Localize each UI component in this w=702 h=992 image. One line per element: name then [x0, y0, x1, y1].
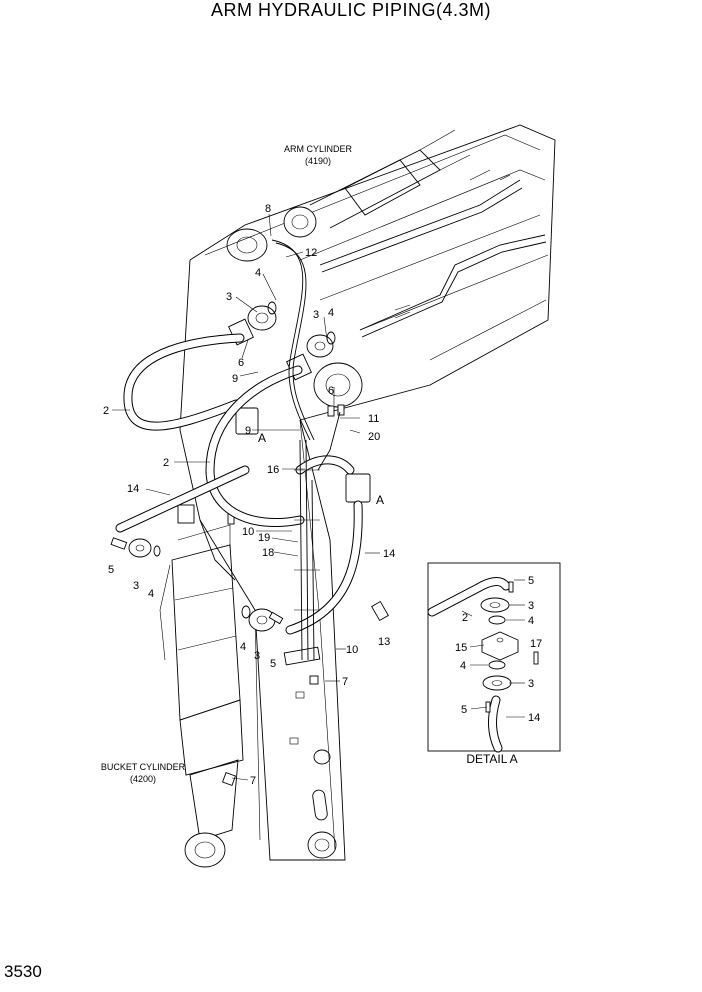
- page-number: 3530: [4, 962, 42, 981]
- part-number-2: 2: [163, 457, 169, 469]
- arm-cylinder: [283, 129, 471, 238]
- part-number-8: 8: [265, 203, 271, 215]
- part-number-3: 3: [313, 309, 319, 321]
- part-number-9: 9: [232, 373, 238, 385]
- part-number-7: 7: [342, 676, 348, 688]
- part-number-12: 12: [305, 247, 317, 259]
- part-number-3: 3: [226, 291, 232, 303]
- part-number-18: 18: [262, 547, 274, 559]
- leader-lines: [112, 213, 525, 781]
- part-number-11: 11: [368, 413, 379, 425]
- part-number-3: 3: [254, 650, 260, 662]
- detail-a-panel: [427, 562, 561, 753]
- part-number-6: 6: [238, 357, 244, 369]
- detail-marker-right: A: [376, 493, 384, 507]
- detail-part-number-3: 3: [528, 678, 534, 690]
- block-fitting-right: [345, 473, 371, 503]
- flange-fittings: [110, 301, 389, 786]
- detail-caption: DETAIL A: [466, 752, 517, 766]
- bucket-cylinder-ref: (4200): [130, 774, 156, 784]
- part-number-14: 14: [127, 483, 139, 495]
- part-number-7: 7: [250, 775, 256, 787]
- part-number-6: 6: [328, 385, 334, 397]
- part-number-3: 3: [133, 580, 139, 592]
- detail-part-number-5: 5: [528, 575, 534, 587]
- part-number-5: 5: [108, 564, 114, 576]
- part-number-4: 4: [240, 641, 246, 653]
- arm-steel-tubes: [319, 169, 547, 338]
- arm-cylinder-label: ARM CYLINDER: [284, 144, 353, 154]
- part-number-4: 4: [255, 267, 261, 279]
- detail-part-number-4: 4: [460, 660, 466, 672]
- part-number-9: 9: [245, 425, 251, 437]
- part-number-10: 10: [242, 526, 254, 538]
- detail-part-number-5: 5: [461, 704, 467, 716]
- page-title: ARM HYDRAULIC PIPING(4.3M): [210, 0, 492, 20]
- flange-upper-right: [306, 334, 334, 358]
- part-number-19: 19: [258, 532, 270, 544]
- part-number-4: 4: [328, 307, 334, 319]
- detail-part-number-2: 2: [462, 612, 468, 624]
- arm-cylinder-ref: (4190): [305, 156, 331, 166]
- detail-marker-left: A: [258, 431, 266, 445]
- part-number-14: 14: [383, 548, 395, 560]
- block-fitting-left: [235, 407, 259, 435]
- bucket-cylinder: [159, 519, 244, 868]
- part-number-4: 4: [148, 588, 154, 600]
- detail-part-number-14: 14: [528, 712, 540, 724]
- detail-part-number-4: 4: [528, 615, 534, 627]
- part-labels: ARM CYLINDER (4190) BUCKET CYLINDER (420…: [101, 144, 542, 787]
- flange-upper-left: [247, 305, 277, 331]
- part-number-2: 2: [103, 405, 109, 417]
- detail-part-number-17: 17: [530, 638, 542, 650]
- detail-part-number-15: 15: [455, 642, 467, 654]
- part-number-16: 16: [267, 464, 279, 476]
- o-ring-upper: [267, 301, 277, 315]
- part-number-5: 5: [270, 658, 276, 670]
- hoses: [115, 239, 363, 661]
- detail-part-number-3: 3: [528, 600, 534, 612]
- part-number-20: 20: [368, 431, 380, 443]
- part-number-13: 13: [378, 636, 390, 648]
- bucket-cylinder-label: BUCKET CYLINDER: [101, 762, 186, 772]
- part-number-10: 10: [346, 644, 358, 656]
